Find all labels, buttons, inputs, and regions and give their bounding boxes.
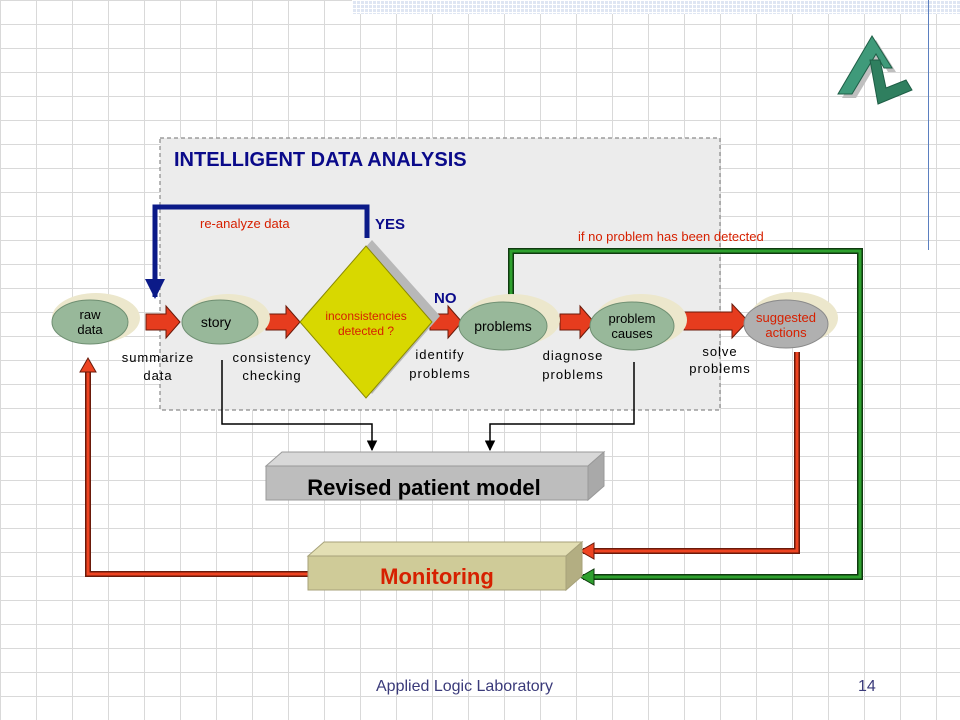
flow-arrow-1 xyxy=(145,304,181,340)
no-label: NO xyxy=(434,290,457,307)
raw-data-label-2: data xyxy=(77,322,103,337)
step-identify-2: problems xyxy=(409,366,470,381)
decision-label-1: inconsistencies xyxy=(325,309,406,323)
revised-model-label: Revised patient model xyxy=(307,475,541,500)
suggested-actions-label-1: suggested xyxy=(756,310,816,325)
flow-arrow-4 xyxy=(559,304,595,340)
flow-arrow-5 xyxy=(683,302,749,340)
step-identify-1: identify xyxy=(415,347,464,362)
right-rule xyxy=(928,0,929,250)
suggested-actions-label-2: actions xyxy=(765,325,807,340)
step-summarize: summarize data xyxy=(122,350,195,383)
no-problem-label: if no problem has been detected xyxy=(578,229,764,244)
monitoring-label: Monitoring xyxy=(380,564,494,589)
step-diagnose: diagnose problems xyxy=(542,348,604,382)
monitoring-rawdata-arrowhead xyxy=(79,356,97,373)
raw-data-label-1: raw xyxy=(80,307,102,322)
problems-label: problems xyxy=(474,318,532,334)
flow-arrow-2 xyxy=(265,304,301,340)
monitoring-rawdata-arrow xyxy=(86,362,310,576)
reanalyze-label: re-analyze data xyxy=(200,216,290,231)
analysis-panel xyxy=(159,137,721,411)
no-problem-arrowhead xyxy=(578,568,595,586)
monitoring-box: Monitoring xyxy=(306,540,584,592)
step-summarize-2: data xyxy=(143,368,172,383)
yes-label: YES xyxy=(375,216,405,233)
step-diagnose-2: problems xyxy=(542,367,603,382)
problem-causes-label-2: causes xyxy=(611,326,653,341)
causes-to-model-line xyxy=(484,362,635,452)
solve-monitoring-arrow xyxy=(583,352,799,553)
step-identify: identify problems xyxy=(409,347,470,381)
page-number: 14 xyxy=(858,678,876,695)
decision-diamond: inconsistencies detected ? xyxy=(299,240,440,399)
node-problems: problems xyxy=(458,294,560,351)
problem-causes-label-1: problem xyxy=(609,311,656,326)
step-summarize-1: summarize xyxy=(122,350,195,365)
solve-monitoring-arrowhead xyxy=(578,542,595,560)
panel-title: INTELLIGENT DATA ANALYSIS xyxy=(174,149,467,171)
step-consistency-1: consistency xyxy=(233,350,312,365)
reanalyze-arrow xyxy=(145,204,370,299)
header-band xyxy=(352,0,960,14)
no-problem-arrow xyxy=(509,249,862,579)
revised-model-box: Revised patient model xyxy=(264,450,606,502)
story-to-model-line xyxy=(221,360,378,452)
step-solve: solve problems xyxy=(689,344,750,376)
decision-label-2: detected ? xyxy=(338,324,394,338)
footer-lab: Applied Logic Laboratory xyxy=(376,678,554,695)
node-suggested-actions: suggested actions xyxy=(743,292,838,349)
step-diagnose-1: diagnose xyxy=(543,348,604,363)
al-logo xyxy=(837,35,913,105)
step-solve-2: problems xyxy=(689,361,750,376)
node-story: story xyxy=(181,294,270,345)
story-label: story xyxy=(201,314,231,330)
step-solve-1: solve xyxy=(702,344,737,359)
node-problem-causes: problem causes xyxy=(589,294,687,351)
node-raw-data: raw data xyxy=(51,293,140,345)
step-consistency-2: checking xyxy=(242,368,301,383)
step-consistency: consistency checking xyxy=(233,350,312,383)
